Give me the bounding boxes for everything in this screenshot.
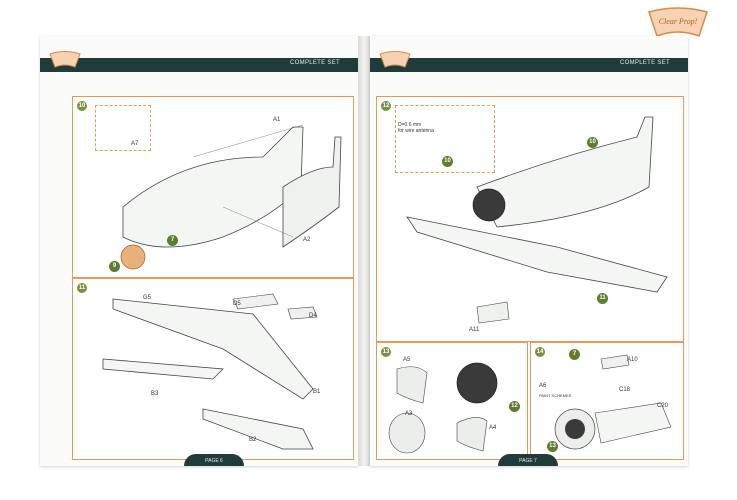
part-A6: A6 [539,383,547,389]
binding-spine [358,36,370,466]
part-C18: C18 [619,387,631,393]
step-13-panel: 13 A5 A3 A4 12 [376,342,528,460]
step-14-number: 14 [535,347,545,357]
step-14-panel: 14 A10 A6 C18 C20 PAINT SCHEMES 7 13 [530,342,684,460]
svg-text:Clear Prop!: Clear Prop! [659,17,698,26]
part-B3: B3 [151,391,159,397]
part-G5: G5 [143,295,152,301]
part-A10: A10 [627,357,638,363]
right-page-header: COMPLETE SET [370,58,688,72]
part-B1: B1 [313,389,321,395]
part-A3: A3 [405,411,413,417]
fuselage-drawing [120,124,342,270]
left-page-number: PAGE 6 [205,458,223,464]
part-D4: D4 [309,313,317,319]
right-page-number: PAGE 7 [519,458,537,464]
callout-10-inset: 10 [442,156,453,167]
right-page: COMPLETE SET 12 D=0.6 mm for wire antenn… [370,36,688,466]
part-C20: C20 [657,403,669,409]
left-page-footer: PAGE 6 [184,454,244,466]
instruction-spread: COMPLETE SET 10 A1 A2 A7 7 9 11 [40,18,700,488]
left-header-title: COMPLETE SET [290,60,340,66]
callout-9: 9 [109,261,120,272]
part-A1: A1 [273,117,281,123]
step-13-number: 13 [381,347,391,357]
step-11-panel: 11 G5 D5 D4 B1 B2 B3 [72,278,354,460]
callout-7: 7 [167,235,178,246]
right-header-title: COMPLETE SET [620,60,670,66]
right-header-logo [379,51,411,68]
step-10-panel: 10 A1 A2 A7 7 9 [72,96,354,278]
part-A5: A5 [403,357,411,363]
step-10-inset [95,105,151,151]
step-11-number: 11 [77,283,87,293]
step-12-number: 12 [381,101,391,111]
right-page-footer: PAGE 7 [498,454,558,466]
part-B2: B2 [249,437,257,443]
left-page-header: COMPLETE SET [40,58,358,72]
left-header-logo [49,51,81,68]
callout-7-step14: 7 [569,349,580,360]
part-A7: A7 [131,141,139,147]
step-12-panel: 12 D=0.6 mm for wire antenna 10 10 11 A1… [376,96,684,342]
cowling-drawing [554,354,672,450]
aircraft-drawing [406,116,668,324]
part-A11: A11 [469,327,480,333]
brand-logo: Clear Prop! [648,7,708,37]
callout-13: 13 [547,441,558,452]
step-10-number: 10 [77,101,87,111]
antenna-note: D=0.6 mm for wire antenna [398,122,434,134]
step-12-inset: D=0.6 mm for wire antenna 10 [395,105,495,173]
paint-schemes-note: PAINT SCHEMES [539,393,572,398]
part-A4: A4 [489,425,497,431]
callout-11: 11 [597,293,608,304]
callout-10: 10 [587,137,598,148]
part-A2: A2 [303,237,311,243]
part-D5: D5 [233,301,241,307]
wing-drawing [102,293,318,450]
callout-12: 12 [509,401,520,412]
left-page: COMPLETE SET 10 A1 A2 A7 7 9 11 [40,36,358,466]
engine-drawing [388,362,498,454]
